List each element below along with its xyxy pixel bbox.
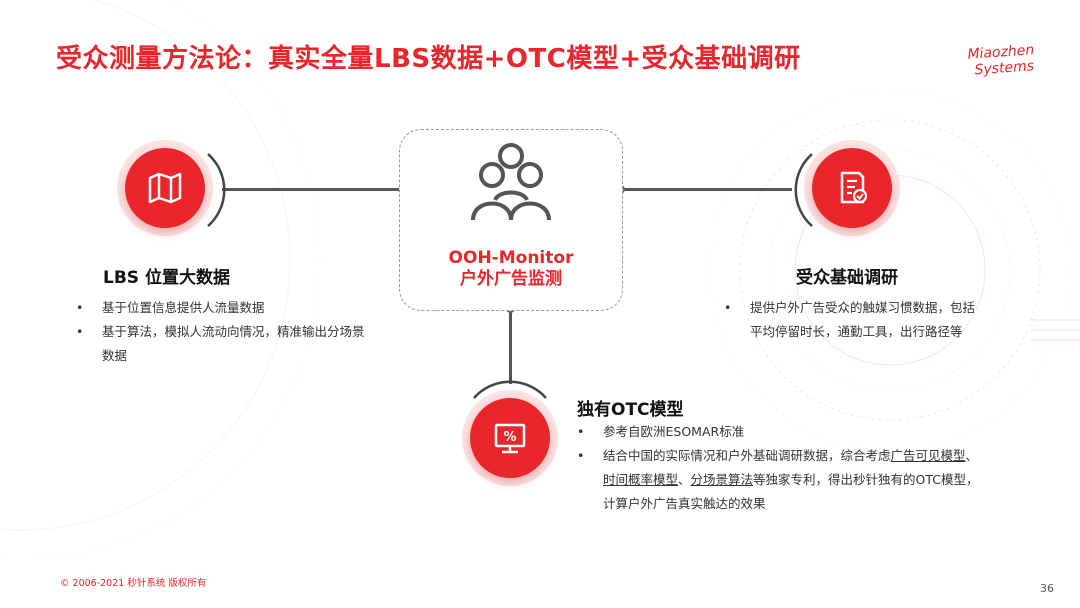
arc-left (207, 153, 226, 227)
otc-link-scene-algorithm: 分场景算法 (690, 472, 754, 487)
page-number: 36 (1040, 582, 1054, 595)
lbs-icon-circle (117, 140, 213, 236)
otc-bullet-1: 参考自欧洲ESOMAR标准 (577, 420, 1017, 444)
otc-bullet-2-part1: 结合中国的实际情况和户外基础调研数据，综合考虑 (603, 448, 891, 463)
center-title-en: OOH-Monitor (448, 248, 574, 268)
otc-link-time-probability-model: 时间概率模型 (603, 472, 679, 487)
survey-bullet-1-cont: 平均停留时长，通勤工具，出行路径等 (724, 320, 1024, 344)
connector-left (222, 188, 402, 191)
lbs-bullets: 基于位置信息提供人流量数据 基于算法，模拟人流动向情况，精准输出分场景 数据 (76, 296, 406, 368)
survey-bullet-1: 提供户外广告受众的触媒习惯数据，包括 (724, 296, 1024, 320)
checklist-icon (840, 171, 868, 204)
otc-bullet-2: 结合中国的实际情况和户外基础调研数据，综合考虑广告可见模型、 时间概率模型、分场… (577, 444, 1017, 516)
lbs-title: LBS 位置大数据 (103, 268, 230, 288)
lbs-bullet-2: 基于算法，模拟人流动向情况，精准输出分场景 (76, 320, 406, 344)
otc-link-visibility-model: 广告可见模型 (890, 448, 966, 463)
lbs-bullet-2-cont: 数据 (76, 344, 406, 368)
lbs-bullet-1: 基于位置信息提供人流量数据 (76, 296, 406, 320)
lbs-bullet-2-wrap: 数据 (102, 348, 128, 363)
survey-title: 受众基础调研 (796, 268, 898, 288)
arc-right (794, 153, 813, 227)
center-title: OOH-Monitor 户外广告监测 (399, 248, 623, 290)
page-title: 受众测量方法论：真实全量LBS数据+OTC模型+受众基础调研 (56, 44, 801, 74)
map-icon (148, 172, 182, 204)
survey-bullets: 提供户外广告受众的触媒习惯数据，包括 平均停留时长，通勤工具，出行路径等 (724, 296, 1024, 344)
arc-bottom (473, 380, 547, 399)
people-group-icon (471, 143, 551, 221)
connector-right (620, 188, 792, 191)
copyright: © 2006-2021 秒针系统 版权所有 (60, 578, 207, 589)
otc-title: 独有OTC模型 (577, 400, 684, 420)
percent-monitor-icon: % (494, 423, 526, 454)
otc-bullets: 参考自欧洲ESOMAR标准 结合中国的实际情况和户外基础调研数据，综合考虑广告可… (577, 420, 1017, 516)
otc-bullet-2-sep2: 、 (678, 472, 691, 487)
otc-bullet-2-sep1: 、 (965, 448, 979, 463)
otc-bullet-2-part5: 计算户外广告真实触达的效果 (603, 496, 766, 511)
survey-bullet-1-wrap: 平均停留时长，通勤工具，出行路径等 (750, 324, 963, 339)
otc-icon-circle: % (462, 390, 558, 486)
connector-bottom (509, 308, 512, 384)
survey-icon-circle (804, 140, 900, 236)
center-title-cn: 户外广告监测 (460, 269, 562, 289)
company-logo: Miaozhen Systems (967, 41, 1049, 79)
otc-bullet-2-part4: 等独家专利，得出秒针独有的OTC模型， (753, 472, 979, 487)
svg-text:%: % (503, 430, 516, 445)
